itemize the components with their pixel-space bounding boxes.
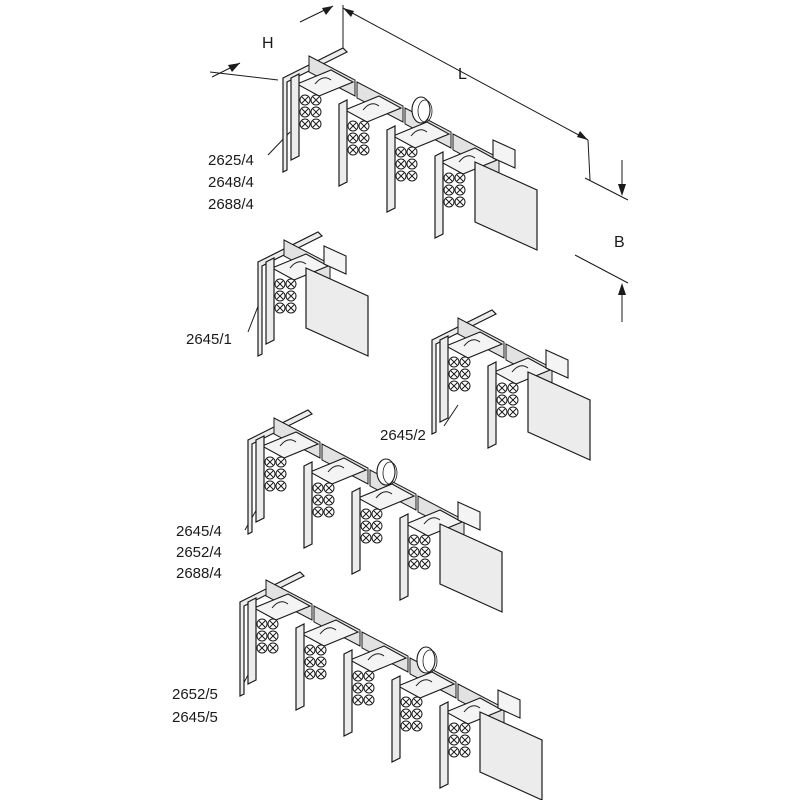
dimension-h: H [209, 5, 344, 81]
part-label: 2648/4 [208, 174, 254, 191]
part-label: 2645/4 [176, 523, 222, 540]
terminal-block-assembly [431, 309, 591, 461]
terminal-block-assembly [257, 231, 369, 357]
terminal-block-assembly [239, 571, 543, 800]
part-label: 2652/5 [172, 686, 218, 703]
terminal-block-assemblies [239, 47, 591, 800]
part-label: 2652/4 [176, 544, 222, 561]
dimension-l: L [342, 7, 591, 181]
part-labels: 2625/4 2648/4 2688/4 2645/1 2645/2 2645/… [172, 152, 426, 726]
part-label: 2645/2 [380, 427, 426, 444]
part-label: 2645/1 [186, 331, 232, 348]
dimension-h-label: H [262, 35, 274, 52]
dimension-b-label: B [614, 234, 625, 251]
part-label: 2688/4 [208, 196, 254, 213]
dimension-l-label: L [458, 66, 467, 83]
dimension-b: B [574, 160, 629, 322]
part-label: 2625/4 [208, 152, 254, 169]
terminal-block-assembly [247, 409, 503, 613]
part-label: 2688/4 [176, 565, 222, 582]
terminal-block-assembly [282, 47, 538, 251]
part-label: 2645/5 [172, 709, 218, 726]
